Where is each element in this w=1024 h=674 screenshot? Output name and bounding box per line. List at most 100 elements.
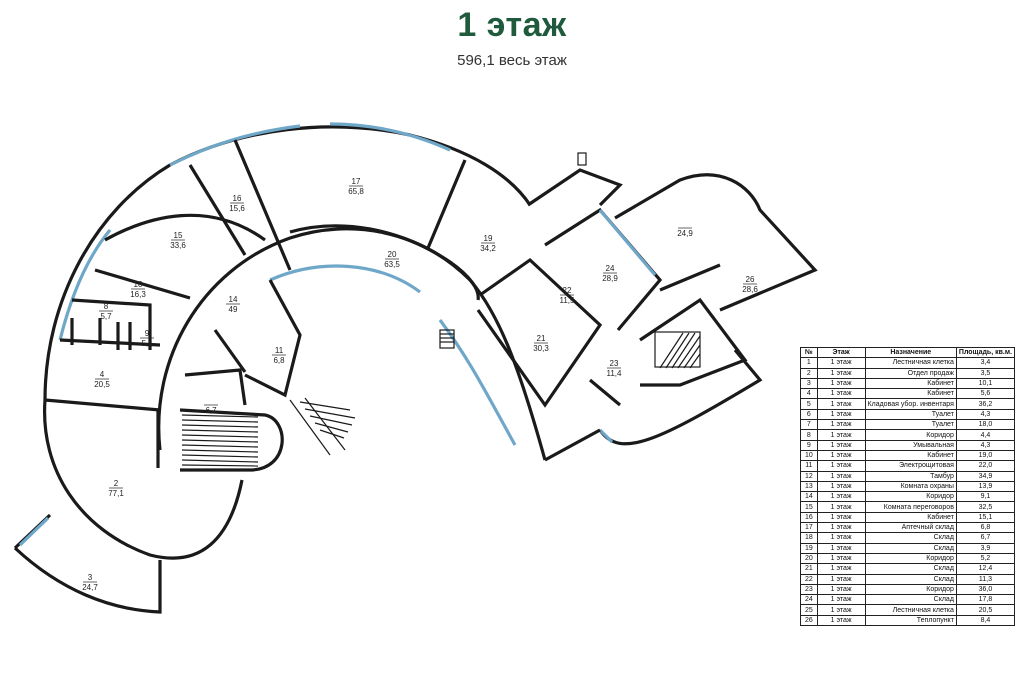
cell-purpose: Комната переговоров xyxy=(864,501,957,513)
room-area-label: 5,4 xyxy=(141,339,153,348)
room-labels: 277,1324,7420,56,785,795,41016,3116,8144… xyxy=(82,177,758,592)
cell-area: 5,2 xyxy=(955,552,1016,565)
cell-floor: 1 этаж xyxy=(816,542,866,554)
table-header-row: № Этаж Назначение Площадь, кв.м. xyxy=(800,346,1016,359)
cell-floor: 1 этаж xyxy=(816,511,866,524)
cell-purpose: Склад xyxy=(864,532,957,544)
cell-area: 9,1 xyxy=(955,491,1016,503)
cell-area: 3,9 xyxy=(955,542,1016,554)
cell-purpose: Коридор xyxy=(864,552,957,565)
cell-purpose: Отдел продаж xyxy=(864,367,957,379)
room-area-label: 6,7 xyxy=(205,406,217,415)
cell-area: 12,4 xyxy=(955,563,1016,575)
cell-area: 15,1 xyxy=(955,511,1016,524)
floor-total-area: 596,1 весь этаж xyxy=(457,52,567,69)
cell-purpose: Аптечный склад xyxy=(864,522,957,534)
cell-purpose: Теплопункт xyxy=(864,614,957,627)
cell-floor: 1 этаж xyxy=(816,357,866,369)
cell-floor: 1 этаж xyxy=(816,367,866,379)
room-area-label: 16,3 xyxy=(130,290,146,299)
cell-purpose: Кабинет xyxy=(864,388,957,400)
cell-floor: 1 этаж xyxy=(816,604,866,616)
room-area-label: 28,6 xyxy=(742,285,758,294)
room-number-label: 11 xyxy=(275,346,284,355)
col-header-number: № xyxy=(800,346,818,359)
room-area-label: 5,7 xyxy=(100,312,112,321)
cell-area: 6,8 xyxy=(955,522,1016,534)
cell-area: 32,5 xyxy=(955,501,1016,513)
cell-floor: 1 этаж xyxy=(816,398,866,410)
cell-floor: 1 этаж xyxy=(816,563,866,575)
cell-floor: 1 этаж xyxy=(816,480,866,493)
cell-purpose: Склад xyxy=(864,542,957,554)
cell-number: 15 xyxy=(800,501,818,513)
cell-number: 6 xyxy=(800,408,818,421)
cell-area: 36,2 xyxy=(955,398,1016,410)
cell-area: 18,0 xyxy=(955,419,1016,431)
cell-floor: 1 этаж xyxy=(816,429,866,441)
cell-area: 36,0 xyxy=(955,583,1016,596)
cell-purpose: Комната охраны xyxy=(864,480,957,493)
floor-title: 1 этаж xyxy=(457,6,567,44)
cell-floor: 1 этаж xyxy=(816,419,866,431)
cell-area: 3,4 xyxy=(955,357,1016,369)
cell-floor: 1 этаж xyxy=(816,614,866,627)
cell-floor: 1 этаж xyxy=(816,460,866,472)
cell-floor: 1 этаж xyxy=(816,491,866,503)
room-area-label: 34,2 xyxy=(480,244,496,253)
cell-floor: 1 этаж xyxy=(816,449,866,462)
cell-area: 4,4 xyxy=(955,429,1016,441)
cell-area: 8,4 xyxy=(955,614,1016,627)
cell-purpose: Тамбур xyxy=(864,470,957,482)
cell-number: 12 xyxy=(800,470,818,482)
room-number-label: 17 xyxy=(352,177,361,186)
cell-number: 26 xyxy=(800,614,818,627)
cell-purpose: Коридор xyxy=(864,429,957,441)
room-area-label: 20,5 xyxy=(94,380,110,389)
room-number-label: 8 xyxy=(104,302,109,311)
cell-floor: 1 этаж xyxy=(816,439,866,451)
col-header-floor: Этаж xyxy=(816,346,866,359)
cell-number: 17 xyxy=(800,522,818,534)
room-number-label: 3 xyxy=(88,573,93,582)
cell-area: 10,1 xyxy=(955,377,1016,390)
room-number-label: 22 xyxy=(563,286,572,295)
cell-number: 4 xyxy=(800,388,818,400)
room-number-label: 16 xyxy=(233,194,242,203)
cell-area: 11,3 xyxy=(955,573,1016,585)
cell-purpose: Склад xyxy=(864,563,957,575)
cell-area: 6,7 xyxy=(955,532,1016,544)
room-area-label: 11,5 xyxy=(560,296,576,305)
room-number-label: 23 xyxy=(610,359,619,368)
room-area-label: 33,6 xyxy=(170,241,186,250)
cell-purpose: Электрощитовая xyxy=(864,460,957,472)
room-number-label: 15 xyxy=(174,231,183,240)
cell-purpose: Склад xyxy=(864,573,957,585)
cell-purpose: Лестничная клетка xyxy=(864,357,957,369)
room-number-label: 4 xyxy=(100,370,105,379)
room-number-label: 24 xyxy=(606,264,615,273)
cell-number: 8 xyxy=(800,429,818,441)
plan-walls xyxy=(13,122,818,614)
cell-number: 23 xyxy=(800,583,818,596)
cell-number: 3 xyxy=(800,377,818,390)
cell-number: 25 xyxy=(800,604,818,616)
cell-number: 16 xyxy=(800,511,818,524)
room-area-label: 24,7 xyxy=(82,583,98,592)
cell-purpose: Кабинет xyxy=(864,449,957,462)
cell-purpose: Коридор xyxy=(864,491,957,503)
